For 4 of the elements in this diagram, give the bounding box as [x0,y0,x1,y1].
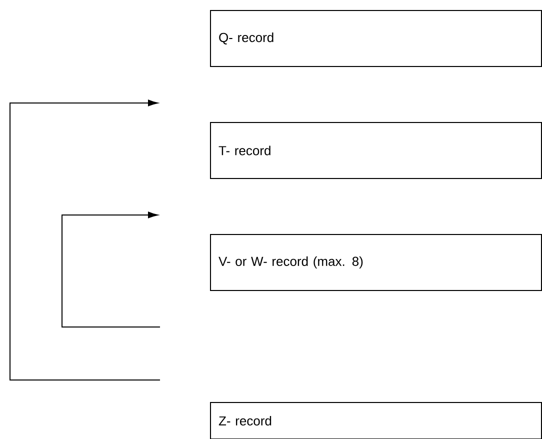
record-box: T- record [210,122,542,179]
record-box: V- or W- record (max. 8) [210,234,542,291]
record-box: Z- record [210,402,542,439]
record-box: Q- record [210,10,542,67]
